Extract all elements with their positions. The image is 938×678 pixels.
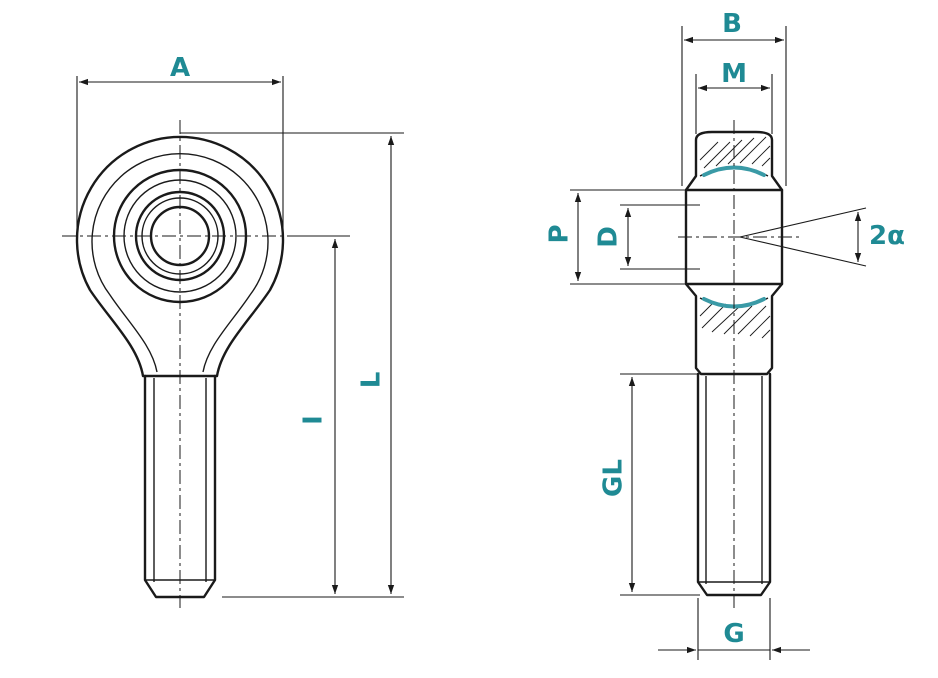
label-d: D bbox=[594, 226, 624, 248]
side-view bbox=[570, 26, 867, 660]
rod-end-head-outline bbox=[75, 135, 285, 378]
liner-top bbox=[702, 165, 766, 177]
label-b: B bbox=[722, 9, 742, 39]
label-m: M bbox=[721, 59, 747, 89]
label-g: G bbox=[723, 619, 744, 649]
hatch-bottom bbox=[699, 303, 771, 339]
label-angle: 2α bbox=[869, 221, 905, 251]
hatch-top bbox=[699, 136, 771, 169]
angle-ray-top bbox=[739, 207, 867, 238]
angle-ray-bottom bbox=[739, 236, 867, 267]
front-view bbox=[62, 76, 404, 608]
label-l: L bbox=[357, 372, 387, 389]
label-l-small: I bbox=[299, 415, 329, 425]
label-p: P bbox=[545, 224, 575, 243]
label-a: A bbox=[170, 53, 190, 83]
dimension-labels: A I L B M P D 2α GL G bbox=[170, 9, 905, 649]
housing-outline bbox=[684, 130, 784, 376]
label-gl: GL bbox=[599, 459, 629, 497]
